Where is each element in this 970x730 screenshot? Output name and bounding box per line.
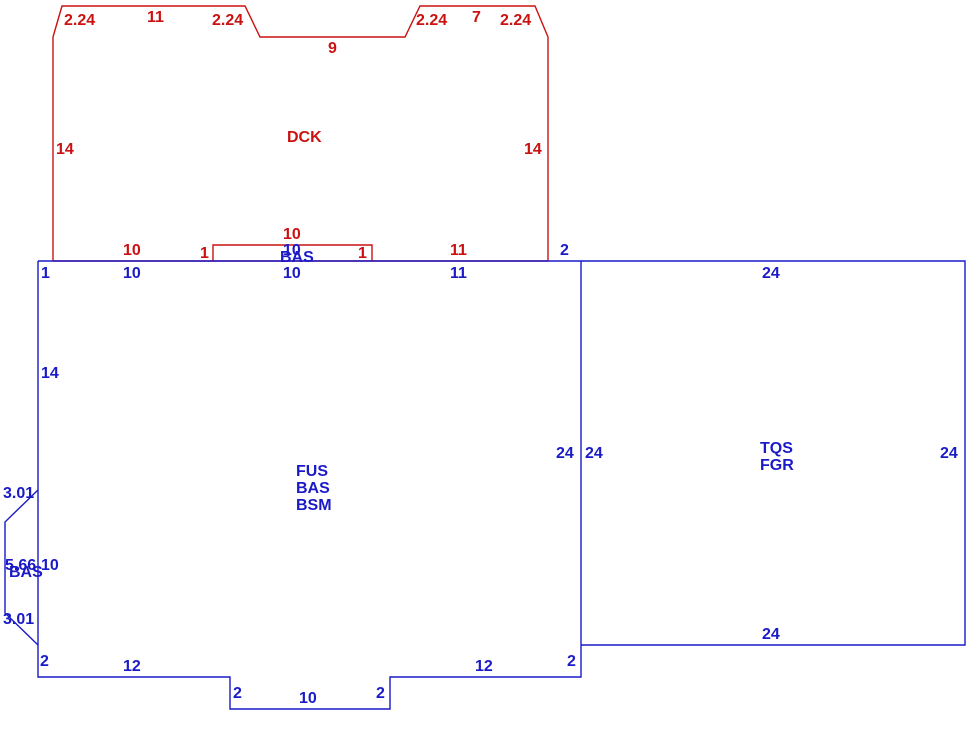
deck-outline	[52, 5, 549, 261]
notch-area-label: BAS	[280, 249, 314, 266]
main-dim-bump-right: 2	[376, 685, 385, 702]
main-dim-bottom-left: 12	[123, 658, 141, 675]
main-dim-top-right-jog: 2	[560, 242, 569, 259]
deck-notch-outline	[212, 244, 373, 261]
deck-dim-top-inner-left-chamfer: 2.24	[212, 12, 243, 29]
deck-dim-top-right-chamfer: 2.24	[500, 12, 531, 29]
deck-dim-notch-top: 10	[283, 226, 301, 243]
deck-dim-notch-left: 1	[200, 245, 209, 262]
main-dim-bottom-right-jog: 2	[567, 653, 576, 670]
main-dim-right-side: 24	[556, 445, 574, 462]
garage-dim-bottom: 24	[762, 626, 780, 643]
main-dim-bump-bottom: 10	[299, 690, 317, 707]
garage-label-tqs: TQS	[760, 440, 793, 457]
deck-area-label: DCK	[287, 129, 322, 146]
main-house-label-fus: FUS	[296, 463, 328, 480]
deck-dim-top-left-chamfer: 2.24	[64, 12, 95, 29]
deck-dim-top-recess: 9	[328, 40, 337, 57]
deck-dim-left-side: 14	[56, 141, 74, 158]
main-dim-top-left-jog: 1	[41, 265, 50, 282]
garage-dim-left: 24	[585, 445, 603, 462]
main-house-label-bsm: BSM	[296, 497, 332, 514]
garage-label-fgr: FGR	[760, 457, 794, 474]
deck-dim-notch-right: 1	[358, 245, 367, 262]
bay-dim-bottom-diag: 3.01	[3, 611, 34, 628]
deck-dim-right-side: 14	[524, 141, 542, 158]
main-dim-top-seg1: 10	[123, 265, 141, 282]
bay-dim-side: 10	[41, 557, 59, 574]
main-dim-bottom-left-jog: 2	[40, 653, 49, 670]
deck-dim-top-left-edge: 11	[147, 9, 164, 26]
bay-dim-front: 5.66	[5, 557, 36, 574]
bay-window-outline	[4, 489, 39, 646]
main-dim-bump-left: 2	[233, 685, 242, 702]
main-dim-top-seg2: 10	[283, 265, 301, 282]
deck-dim-bottom-left: 10	[123, 242, 141, 259]
main-house-outline	[37, 260, 582, 710]
bay-area-label: BAS	[9, 564, 43, 581]
bay-dim-top-diag: 3.01	[3, 485, 34, 502]
main-dim-bottom-right: 12	[475, 658, 493, 675]
deck-dim-top-right-edge: 7	[472, 9, 481, 26]
deck-dim-bottom-right: 11	[450, 242, 467, 259]
deck-dim-top-inner-right-chamfer: 2.24	[416, 12, 447, 29]
main-dim-top-seg3: 11	[450, 265, 467, 282]
garage-dim-right: 24	[940, 445, 958, 462]
garage-dim-top: 24	[762, 265, 780, 282]
garage-outline	[581, 260, 966, 646]
notch-dim-top: 10	[283, 242, 301, 259]
main-house-label-bas: BAS	[296, 480, 330, 497]
main-dim-left-side: 14	[41, 365, 59, 382]
